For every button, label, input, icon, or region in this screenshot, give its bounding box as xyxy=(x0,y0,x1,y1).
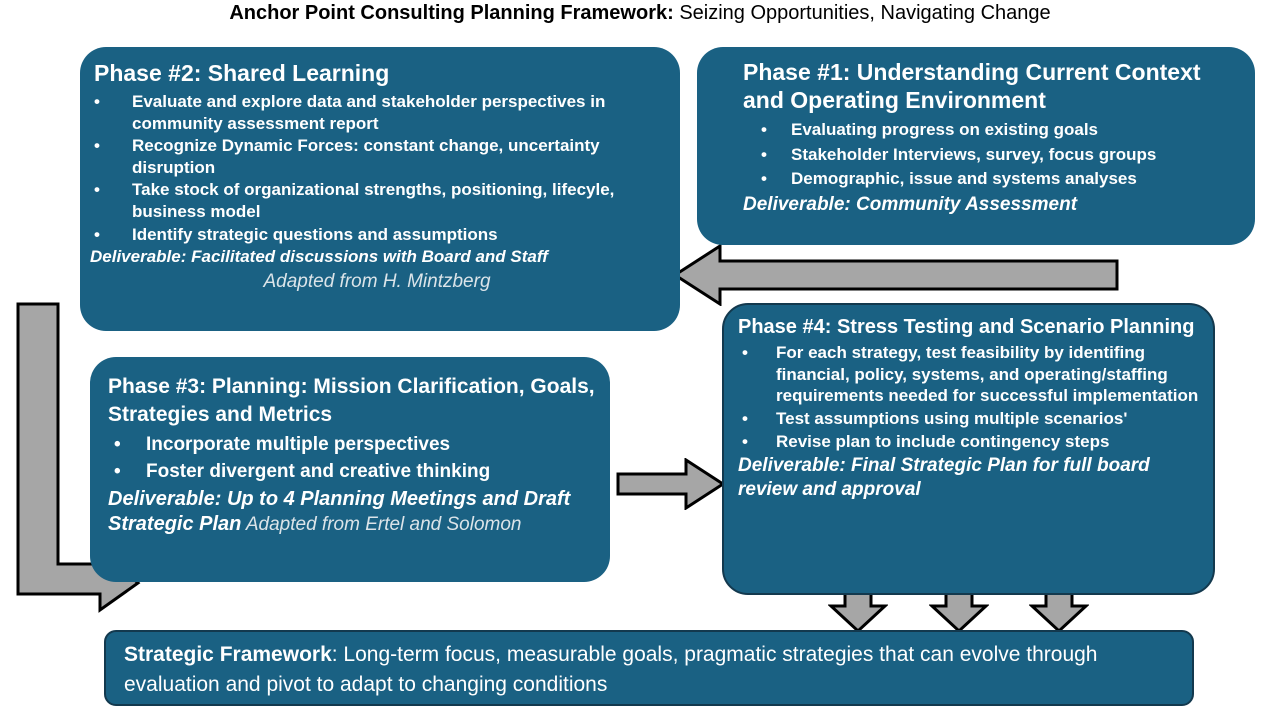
list-item: • Evaluate and explore data and stakehold… xyxy=(90,91,680,134)
phase-4-deliverable: Deliverable: Final Strategic Plan for fu… xyxy=(738,455,1150,501)
list-item: • Evaluating progress on existing goals xyxy=(761,119,1255,141)
bullet-icon: • xyxy=(742,431,748,451)
list-item: • For each strategy, test feasibility by … xyxy=(742,342,1213,407)
arrow-phase4-to-framework-2 xyxy=(929,590,989,634)
bullet-icon: • xyxy=(94,224,100,244)
strategic-framework-box[interactable]: Strategic Framework: Long-term focus, me… xyxy=(104,630,1194,706)
bullet-icon: • xyxy=(114,433,121,455)
phase-2-attribution: Adapted from H. Mintzberg xyxy=(263,270,491,292)
list-item: • Identify strategic questions and assump… xyxy=(90,224,680,246)
bullet-icon: • xyxy=(742,343,748,363)
phase-1-title-line-2: and Operating Environment xyxy=(743,87,1046,114)
bullet-icon: • xyxy=(94,180,100,200)
list-item: • Recognize Dynamic Forces: constant chan… xyxy=(90,135,680,178)
phase-2-bullet-list: • Evaluate and explore data and stakehold… xyxy=(90,91,680,245)
phase-2-title: Phase #2: Shared Learning xyxy=(94,60,390,86)
phase-4-box[interactable]: Phase #4: Stress Testing and Scenario Pl… xyxy=(722,303,1215,595)
bullet-icon: • xyxy=(761,120,767,140)
phase-2-box[interactable]: Phase #2: Shared Learning • Evaluate and … xyxy=(80,47,680,331)
phase-4-bullet-list: • For each strategy, test feasibility by … xyxy=(738,342,1213,452)
phase-3-title-bold: Phase #3: Planning xyxy=(108,375,301,398)
phase-4-bullet-3: Revise plan to include contingency steps xyxy=(776,431,1110,451)
list-item: • Incorporate multiple perspectives xyxy=(114,433,610,457)
phase-3-bullet-2: Foster divergent and creative thinking xyxy=(146,460,491,482)
arrow-phase1-to-phase2 xyxy=(672,244,1119,306)
phase-4-bullet-2: Test assumptions using multiple scenario… xyxy=(776,408,1128,428)
phase-1-bullet-2: Stakeholder Interviews, survey, focus gr… xyxy=(791,144,1157,164)
page-title: Anchor Point Consulting Planning Framewo… xyxy=(0,2,1280,25)
phase-1-title-line-1: Phase #1: Understanding Current Context xyxy=(743,59,1201,85)
phase-3-box[interactable]: Phase #3: Planning: Mission Clarificatio… xyxy=(90,357,610,582)
bullet-icon: • xyxy=(742,408,748,428)
phase-2-bullet-3: Take stock of organizational strengths, … xyxy=(132,180,615,221)
list-item: • Stakeholder Interviews, survey, focus g… xyxy=(761,144,1255,166)
phase-1-title: Phase #1: Understanding Current Context … xyxy=(743,58,1255,114)
phase-4-bullet-1: For each strategy, test feasibility by i… xyxy=(776,343,1199,406)
phase-3-deliverable-row: Deliverable: Up to 4 Planning Meetings a… xyxy=(108,487,610,538)
phase-3-bullet-list: • Incorporate multiple perspectives • Fost… xyxy=(108,433,610,484)
strategic-framework-text: Strategic Framework: Long-term focus, me… xyxy=(124,640,1176,700)
phase-3-deliverable: Deliverable: Up to 4 Planning Meetings a… xyxy=(108,488,571,536)
page-title-bold: Anchor Point Consulting Planning Framewo… xyxy=(229,2,674,24)
list-item: • Foster divergent and creative thinking xyxy=(114,460,610,484)
phase-3-title-rest: : Mission Clarification, Goals, Strategi… xyxy=(108,375,595,426)
arrow-phase4-to-framework-1 xyxy=(828,590,888,634)
arrow-phase3-to-phase4 xyxy=(616,458,726,510)
bullet-icon: • xyxy=(94,92,100,112)
phase-4-title: Phase #4: Stress Testing and Scenario Pl… xyxy=(738,316,1195,338)
phase-2-deliverable: Deliverable: Facilitated discussions wit… xyxy=(90,247,548,267)
list-item: • Take stock of organizational strengths,… xyxy=(90,179,680,222)
list-item: • Test assumptions using multiple scenari… xyxy=(742,408,1213,430)
phase-2-bullet-4: Identify strategic questions and assumpt… xyxy=(132,224,498,244)
phase-2-bullet-2-line-2: disruption xyxy=(132,157,216,177)
phase-3-title: Phase #3: Planning: Mission Clarificatio… xyxy=(108,373,610,429)
bullet-icon: • xyxy=(761,169,767,189)
arrow-phase4-to-framework-3 xyxy=(1029,590,1089,634)
page-title-regular: Seizing Opportunities, Navigating Change xyxy=(673,2,1051,24)
strategic-framework-body: : Long-term focus, measurable goals, pra… xyxy=(124,643,1098,696)
phase-3-bullet-1: Incorporate multiple perspectives xyxy=(146,433,451,455)
phase-1-bullet-list: • Evaluating progress on existing goals •… xyxy=(743,119,1255,190)
bullet-icon: • xyxy=(761,144,767,164)
list-item: • Demographic, issue and systems analyses xyxy=(761,168,1255,190)
list-item: • Revise plan to include contingency step… xyxy=(742,431,1213,453)
bullet-icon: • xyxy=(114,460,121,482)
bullet-icon: • xyxy=(94,136,100,156)
phase-1-bullet-1: Evaluating progress on existing goals xyxy=(791,120,1099,140)
phase-1-bullet-3: Demographic, issue and systems analyses xyxy=(791,169,1137,189)
phase-2-bullet-2-line-1: Recognize Dynamic Forces: constant chang… xyxy=(132,136,600,156)
phase-3-attribution: Adapted from Ertel and Solomon xyxy=(245,514,522,536)
phase-1-box[interactable]: Phase #1: Understanding Current Context … xyxy=(697,47,1255,245)
phase-2-bullet-1: Evaluate and explore data and stakeholde… xyxy=(132,92,606,133)
phase-1-deliverable: Deliverable: Community Assessment xyxy=(743,193,1078,215)
strategic-framework-label: Strategic Framework xyxy=(124,643,332,666)
